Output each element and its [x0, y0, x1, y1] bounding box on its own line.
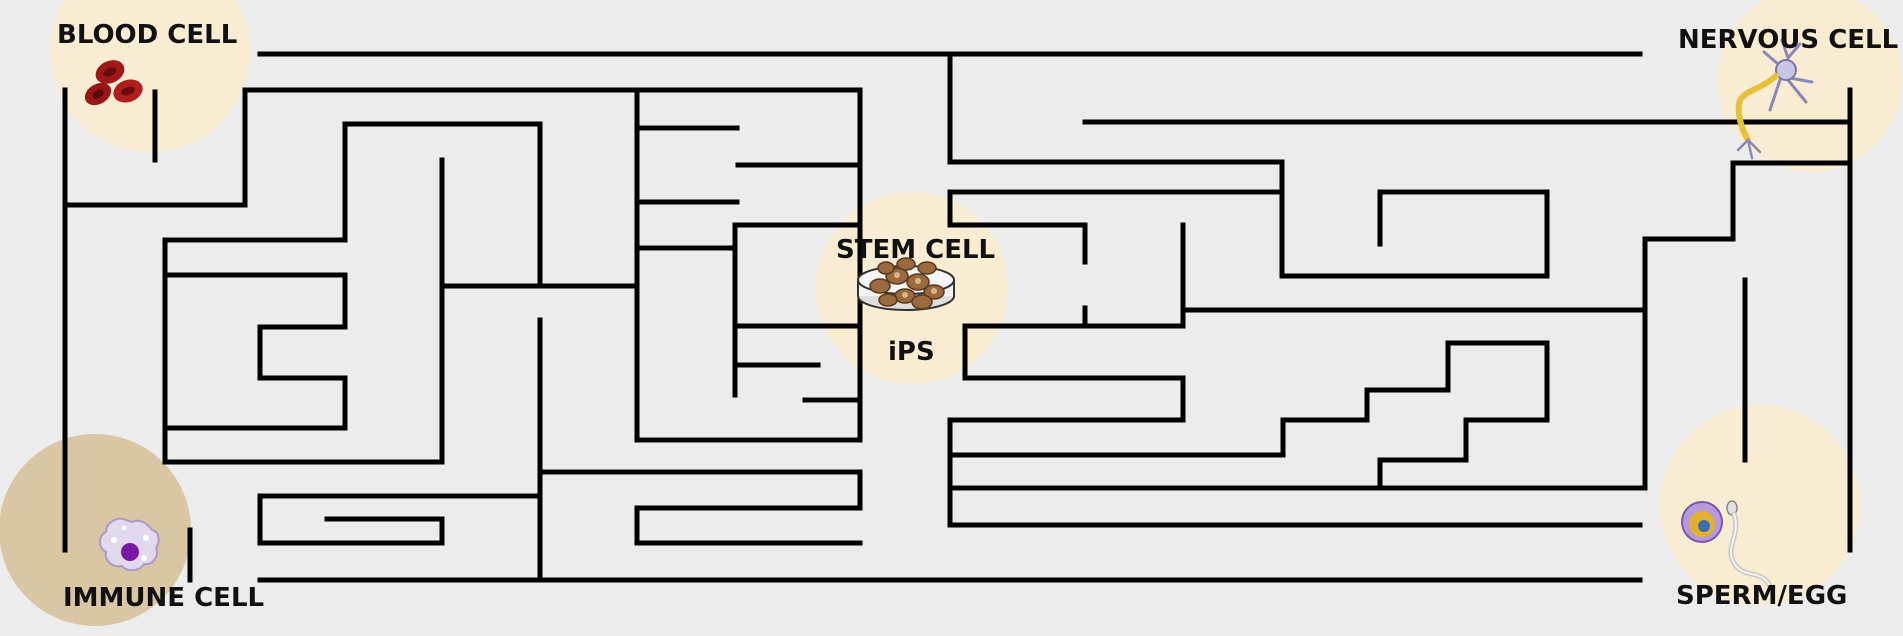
blood-cell-label: BLOOD CELL	[57, 20, 237, 50]
nervous-cell-label: NERVOUS CELL	[1678, 25, 1898, 55]
sperm-egg-zone	[1660, 405, 1860, 605]
neuron-icon	[1735, 38, 1814, 160]
maze-walls	[62, 51, 1853, 583]
blood-cell-zone	[50, 0, 250, 152]
immune-cell-zone	[0, 434, 191, 626]
immune-cell-icon	[99, 517, 160, 572]
egg-sperm-icon	[1681, 500, 1773, 589]
red-blood-cell-icon	[84, 60, 143, 106]
immune-cell-label: IMMUNE CELL	[63, 583, 264, 613]
cell-culture-dish-icon	[857, 257, 955, 311]
sperm-egg-label: SPERM/EGG	[1676, 581, 1847, 611]
ips-label: iPS	[888, 337, 935, 367]
stem-cell-label: STEM CELL	[836, 235, 995, 265]
nervous-cell-zone	[1718, 0, 1902, 172]
